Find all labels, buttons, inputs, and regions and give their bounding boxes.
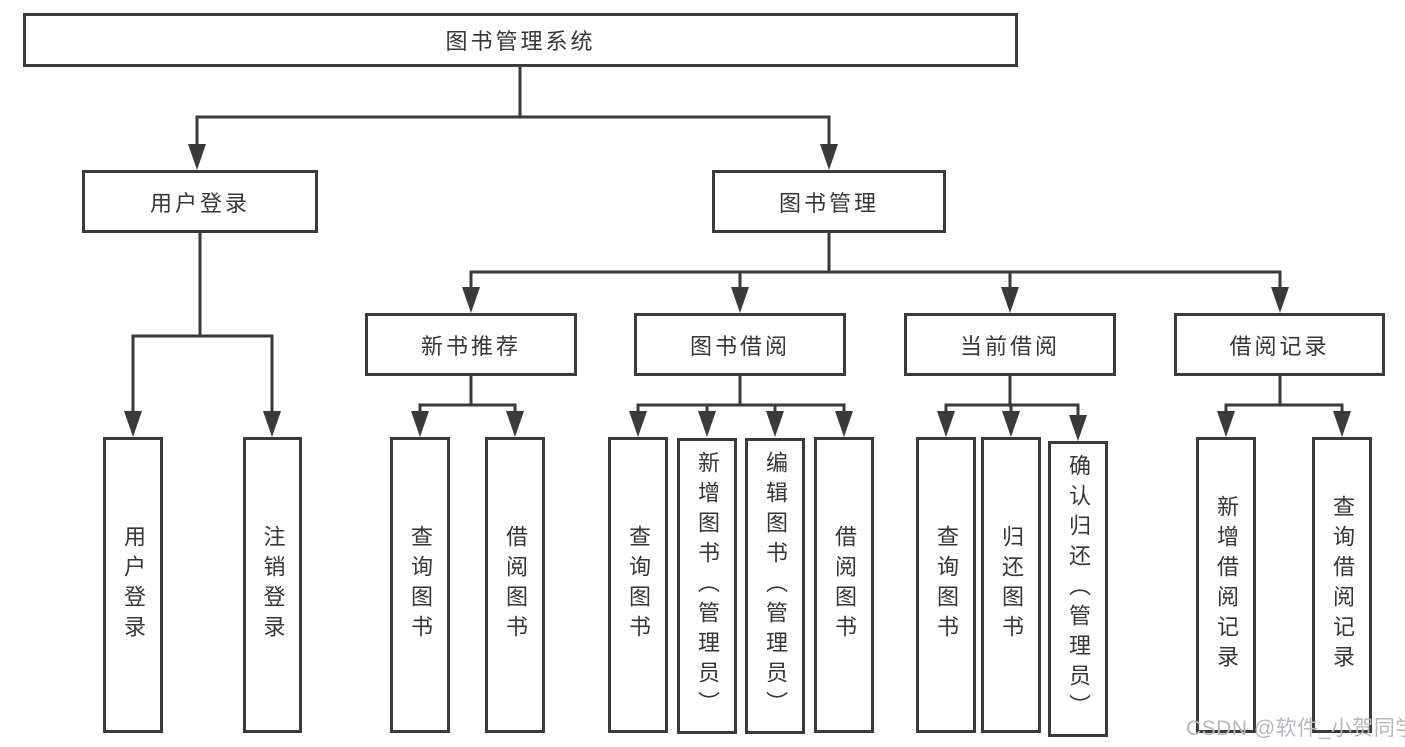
node-new-book-recommend-label: 新书推荐 [420,333,521,359]
leaf-nbr-borrow-book-label: 借阅图书 [503,525,528,645]
edge-user-login-to-leaves [124,233,281,437]
edge-root-to-level2 [188,66,838,170]
leaf-br-add-record: 新增借阅记录 [1196,437,1256,733]
node-root-label: 图书管理系统 [445,29,596,54]
leaf-user-login: 用户登录 [103,437,163,733]
edge-new-book-recommend-to-leaves [411,376,524,437]
node-current-borrow: 当前借阅 [904,313,1116,376]
node-user-login-label: 用户登录 [149,190,250,216]
node-user-login: 用户登录 [82,170,318,233]
watermark: CSDN @软件_小贺同学 [1186,717,1405,740]
leaf-user-login-label: 用户登录 [121,525,146,645]
edge-book-borrow-to-leaves [629,376,853,437]
leaf-nbr-borrow-book: 借阅图书 [485,437,545,733]
node-book-management: 图书管理 [712,170,946,233]
leaf-bb-edit-book-admin-label: 编辑图书（管理员） [763,451,788,721]
leaf-bb-add-book-admin: 新增图书（管理员） [677,438,737,734]
leaf-bb-borrow-book: 借阅图书 [814,437,874,733]
node-root: 图书管理系统 [23,13,1018,67]
leaf-logout-label: 注销登录 [260,525,286,645]
leaf-cb-query-book-label: 查询图书 [934,525,959,645]
leaf-cb-query-book: 查询图书 [916,437,976,733]
leaf-cb-confirm-return-admin-label: 确认归还（管理员） [1066,454,1091,724]
leaf-cb-return-book: 归还图书 [981,437,1041,733]
node-current-borrow-label: 当前借阅 [959,333,1060,359]
edge-borrow-record-to-leaves [1217,376,1351,437]
leaf-br-add-record-label: 新增借阅记录 [1214,495,1239,675]
leaf-bb-add-book-admin-label: 新增图书（管理员） [695,451,720,721]
leaf-bb-query-book-label: 查询图书 [626,525,651,645]
leaf-bb-query-book: 查询图书 [608,437,668,733]
node-borrow-record-label: 借阅记录 [1229,333,1330,359]
node-book-borrow-label: 图书借阅 [689,333,790,359]
node-book-management-label: 图书管理 [778,190,879,216]
leaf-bb-borrow-book-label: 借阅图书 [832,525,857,645]
node-new-book-recommend: 新书推荐 [365,313,577,376]
leaf-bb-edit-book-admin: 编辑图书（管理员） [745,438,805,734]
leaf-cb-return-book-label: 归还图书 [999,525,1024,645]
leaf-nbr-query-book: 查询图书 [390,437,450,733]
edge-book-management-to-level3 [462,233,1289,313]
leaf-br-query-record: 查询借阅记录 [1312,437,1372,733]
leaf-br-query-record-label: 查询借阅记录 [1330,495,1355,675]
edge-current-borrow-to-leaves [937,376,1087,441]
leaf-logout: 注销登录 [243,437,302,733]
leaf-cb-confirm-return-admin: 确认归还（管理员） [1048,441,1108,737]
node-book-borrow: 图书借阅 [634,313,846,376]
leaf-nbr-query-book-label: 查询图书 [408,525,433,645]
node-borrow-record: 借阅记录 [1174,313,1385,376]
